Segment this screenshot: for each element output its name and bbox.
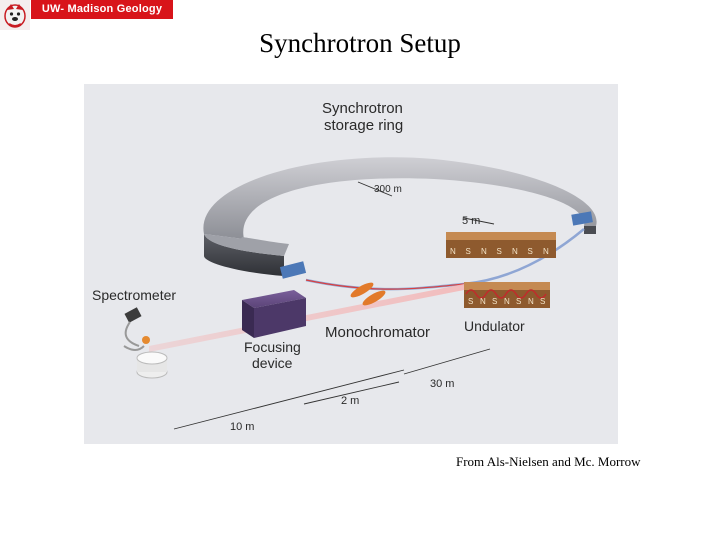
magnet-pole-top-1: S	[466, 247, 471, 256]
focusing-device-box	[242, 290, 306, 338]
label-storage-ring-1: Synchrotron	[322, 100, 403, 117]
magnet-pole-top-4: N	[512, 247, 518, 256]
magnet-pole-bottom-6: S	[540, 297, 545, 306]
label-focusing-1: Focusing	[244, 339, 301, 355]
figure-caption: From Als-Nielsen and Mc. Morrow	[456, 454, 641, 469]
monochromator-crystals	[350, 282, 386, 306]
magnet-pole-top-5: S	[528, 247, 533, 256]
distance-arrows	[173, 181, 495, 430]
label-spectrometer: Spectrometer	[92, 287, 176, 303]
magnet-pole-top-0: N	[450, 247, 456, 256]
label-monochromator: Monochromator	[325, 324, 430, 341]
magnet-pole-top-3: S	[497, 247, 502, 256]
magnet-pole-bottom-1: N	[480, 297, 486, 306]
undulator-top	[446, 232, 556, 258]
label-dist-10m: 10 m	[230, 421, 254, 433]
page-title: Synchrotron Setup	[259, 28, 461, 58]
magnet-pole-bottom-4: S	[516, 297, 521, 306]
magnet-pole-bottom-3: N	[504, 297, 510, 306]
x-ray-beam	[149, 284, 464, 352]
label-undulator: Undulator	[464, 318, 525, 334]
undulator-bottom	[464, 282, 550, 308]
label-ring-size: 300 m	[374, 184, 402, 195]
label-dist-2m: 2 m	[341, 395, 359, 407]
label-storage-ring-2: storage ring	[324, 117, 403, 134]
spectrometer-device	[123, 307, 168, 379]
storage-ring	[203, 157, 597, 276]
badger-mascot-icon	[0, 0, 30, 30]
bending-magnet-right	[571, 211, 593, 226]
bending-magnet-left	[279, 261, 307, 279]
magnet-pole-top-2: N	[481, 247, 487, 256]
label-focusing-2: device	[252, 355, 293, 371]
magnet-pole-top-6: N	[543, 247, 549, 256]
magnet-pole-bottom-0: S	[468, 297, 473, 306]
course-badge: UW- Madison Geology 777	[31, 0, 173, 34]
magnet-pole-bottom-5: N	[528, 297, 534, 306]
label-undulator-length: 5 m	[462, 215, 480, 227]
magnet-pole-bottom-2: S	[492, 297, 497, 306]
label-dist-30m: 30 m	[430, 378, 454, 390]
